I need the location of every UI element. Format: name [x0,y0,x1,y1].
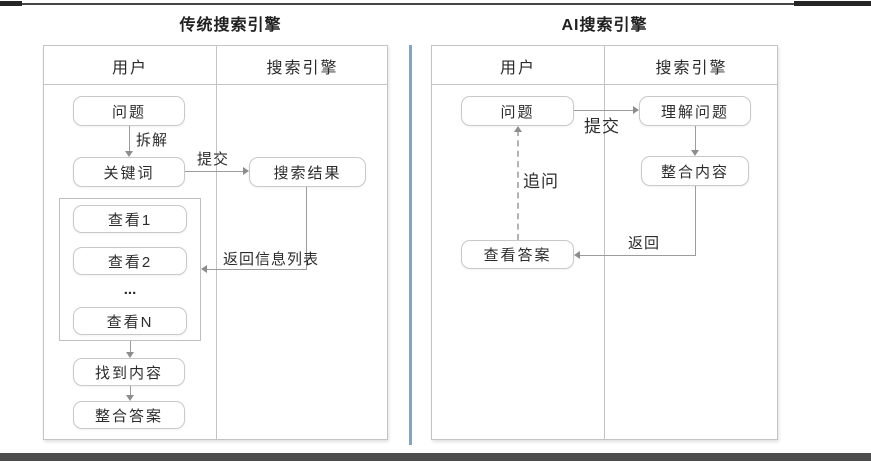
node-found-content: 找到内容 [73,358,185,386]
understand-to-integrate-arrowhead-icon [691,150,699,156]
lane-header-user: 用户 [499,60,536,77]
node-keywords: 关键词 [73,157,185,187]
panel-divider-line [409,45,412,445]
submit-arrowhead-icon [633,106,639,114]
top-right-tick [794,1,871,6]
node-viewN: 查看N [73,307,187,335]
right-panel-title: AI搜索引擎 [561,17,648,34]
traditional-search-panel: 用户 搜索引擎 问题 关键词 搜索结果 查看1 查看2 ... 查看N 找到内容… [43,45,388,440]
return-list-arrowhead-icon [201,265,207,273]
return-vline [695,186,696,255]
node-integrate-content: 整合内容 [641,156,749,186]
header-underline [44,84,387,85]
column-divider [216,46,217,439]
return-list-hline [207,269,307,270]
node-view2: 查看2 [73,247,187,275]
group-to-found-arrowhead-icon [126,352,134,358]
found-to-answer-arrowhead-icon [126,395,134,401]
top-left-tick [0,1,22,6]
column-divider [604,46,605,439]
header-underline [432,84,777,85]
node-integrate-answer: 整合答案 [73,401,185,429]
node-view1: 查看1 [73,205,187,233]
return-list-label: 返回信息列表 [223,251,320,268]
follow-up-label: 追问 [523,172,559,191]
follow-up-dashed-line [517,130,519,240]
ellipsis-label: ... [123,281,137,298]
submit-arrow-line [574,110,633,111]
top-rule [0,3,871,5]
submit-arrowhead-icon [243,167,249,175]
return-arrowhead-icon [574,251,580,259]
group-to-found-line [130,341,131,353]
lane-header-engine: 搜索引擎 [266,60,339,77]
view-group-box [59,198,201,341]
decompose-arrow-line [129,126,130,151]
node-search-results: 搜索结果 [249,157,366,187]
ai-search-panel: 用户 搜索引擎 问题 理解问题 整合内容 查看答案 提交 返回 追问 [431,45,778,440]
node-understand-question: 理解问题 [639,96,751,126]
lane-header-user: 用户 [111,60,148,77]
decompose-label: 拆解 [136,132,169,149]
node-view-answer: 查看答案 [461,240,574,269]
return-hline [580,255,696,256]
decompose-arrowhead-icon [125,151,133,157]
node-question: 问题 [73,96,185,126]
bottom-rule [0,453,871,461]
node-question: 问题 [461,96,574,126]
submit-label: 提交 [197,151,230,168]
submit-label: 提交 [584,117,620,136]
understand-to-integrate-line [695,126,696,151]
submit-arrow-line [185,171,243,172]
return-list-vline [306,187,307,269]
lane-header-engine: 搜索引擎 [655,60,728,77]
found-to-answer-line [130,386,131,396]
left-panel-title: 传统搜索引擎 [179,17,282,34]
follow-up-arrowhead-icon [514,126,522,132]
return-label: 返回 [628,235,661,252]
